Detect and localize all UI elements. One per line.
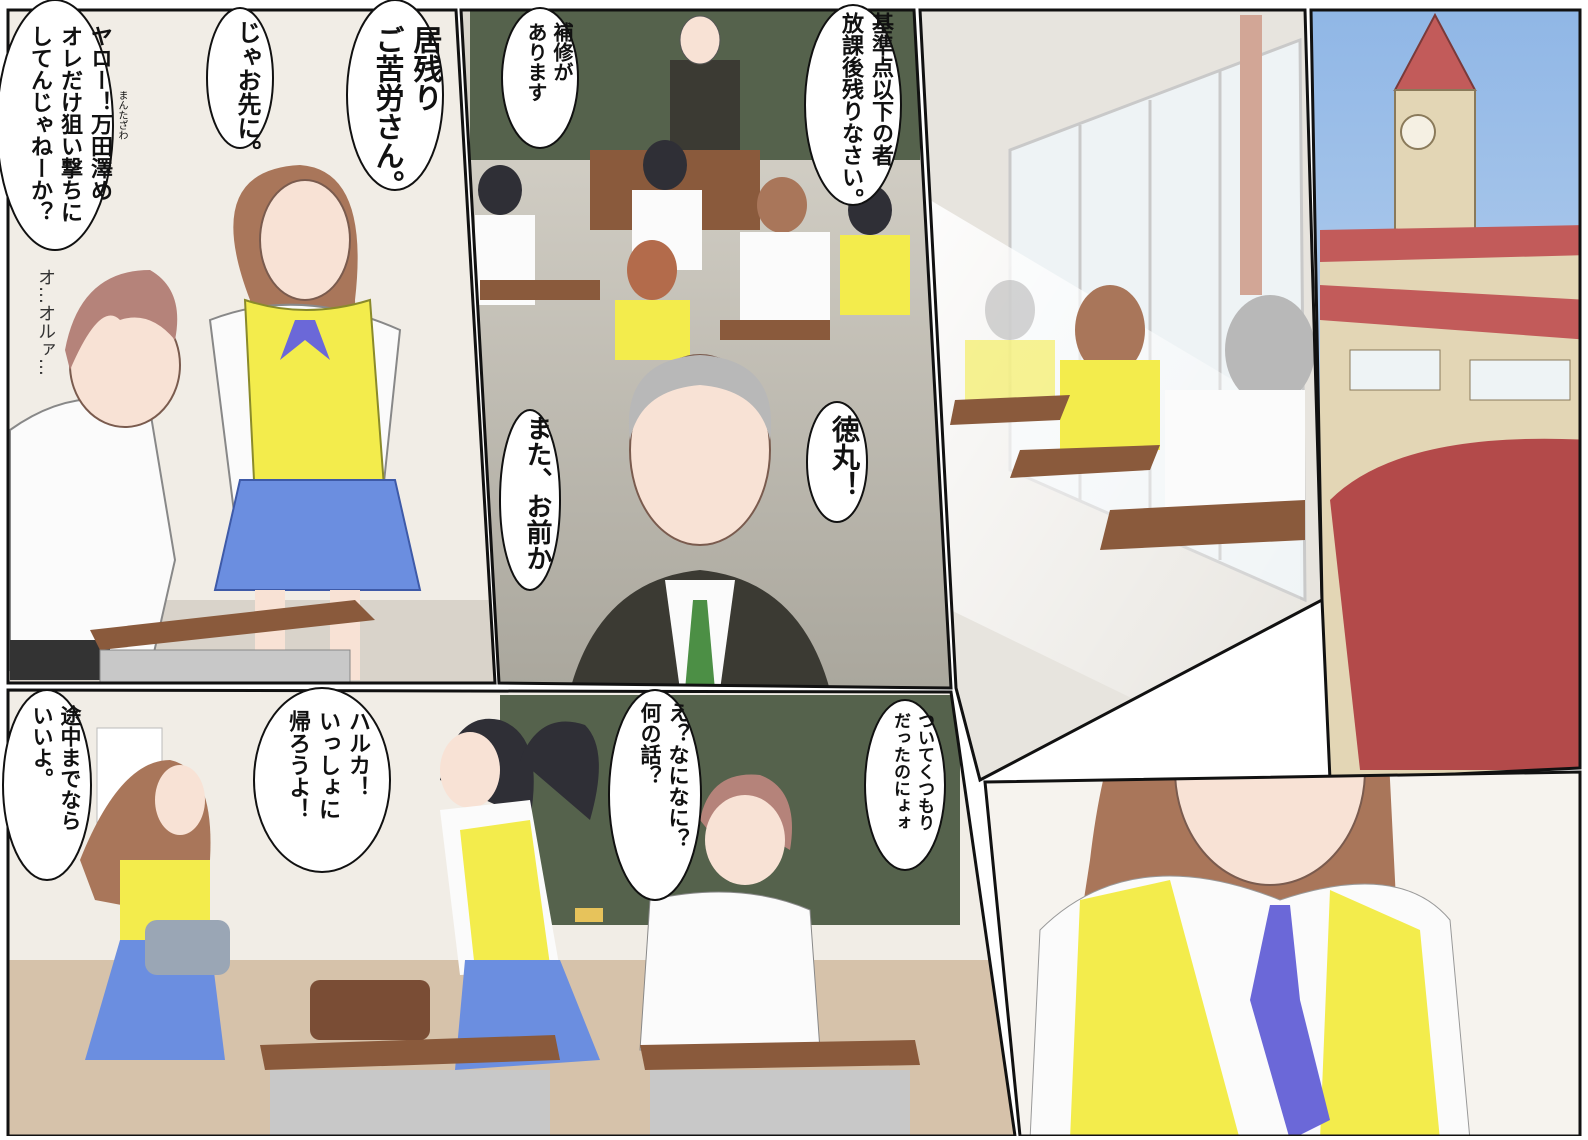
teacher-closeup bbox=[570, 354, 830, 688]
panel-4-clock-tower-exterior bbox=[1311, 10, 1580, 780]
bubble-text: え？なになに？ 何の話？ bbox=[638, 702, 690, 849]
bubble-text: また、お前か bbox=[522, 415, 552, 571]
bubble-text: ヤロー！万田澤め オレだけ狙い撃ちに してんじゃねーか？ bbox=[27, 25, 112, 223]
speech-bubble bbox=[346, 0, 444, 191]
curtain bbox=[1240, 15, 1262, 295]
panel-3-border bbox=[918, 8, 1324, 783]
bubble-text: 途中までなら いいよ。 bbox=[30, 705, 82, 831]
bubble-text: 補修が あります bbox=[524, 22, 574, 102]
boy-character bbox=[9, 270, 181, 680]
bubble-text: 居残り ご苦労さん。 bbox=[371, 25, 443, 199]
black-haired-girl bbox=[440, 718, 600, 1070]
boy-at-desk bbox=[639, 774, 821, 1051]
clock-face bbox=[1400, 114, 1436, 150]
bubble-text: ついてくつもり だったのにょォ bbox=[890, 712, 934, 831]
speech-bubbles bbox=[0, 0, 946, 901]
bubble-text: ハルカ！ いっしょに 帰ろうよ！ bbox=[285, 710, 370, 820]
roof-red bbox=[1330, 438, 1580, 770]
furigana: まんたざわ bbox=[116, 90, 127, 140]
desk bbox=[90, 600, 375, 683]
speech-bubble bbox=[2, 689, 92, 881]
clock-tower bbox=[1393, 12, 1477, 241]
students-seated bbox=[475, 140, 910, 360]
desks bbox=[260, 980, 920, 1136]
panel-2-border bbox=[459, 8, 953, 690]
speech-bubble bbox=[0, 0, 114, 251]
speech-bubble bbox=[804, 4, 902, 206]
speech-bubble bbox=[499, 409, 561, 591]
speech-bubble bbox=[206, 7, 274, 149]
panel-3-classroom-window bbox=[920, 10, 1322, 780]
haruka-walking bbox=[80, 760, 230, 1060]
speech-bubble bbox=[864, 699, 946, 871]
sfx-text: オ…オルァ… bbox=[35, 268, 56, 376]
speech-bubble bbox=[608, 689, 702, 901]
haruka-character bbox=[208, 165, 422, 680]
speech-bubble bbox=[501, 7, 579, 149]
panel-1-border bbox=[6, 8, 497, 685]
speech-bubble bbox=[806, 401, 868, 523]
students-writing bbox=[950, 280, 1315, 550]
bubble-text: 基準点以下の者 放課後残りなさい。 bbox=[838, 12, 893, 210]
haruka-closeup bbox=[1029, 772, 1471, 1136]
school-building bbox=[1320, 225, 1580, 775]
school-bag bbox=[145, 920, 230, 975]
teacher-standing bbox=[670, 15, 740, 160]
bubble-text: じゃお先に。 bbox=[233, 20, 261, 164]
bubble-text: 徳丸！ bbox=[828, 415, 861, 499]
panel-6-girl-closeup bbox=[985, 772, 1580, 1136]
speech-bubble bbox=[253, 687, 391, 873]
